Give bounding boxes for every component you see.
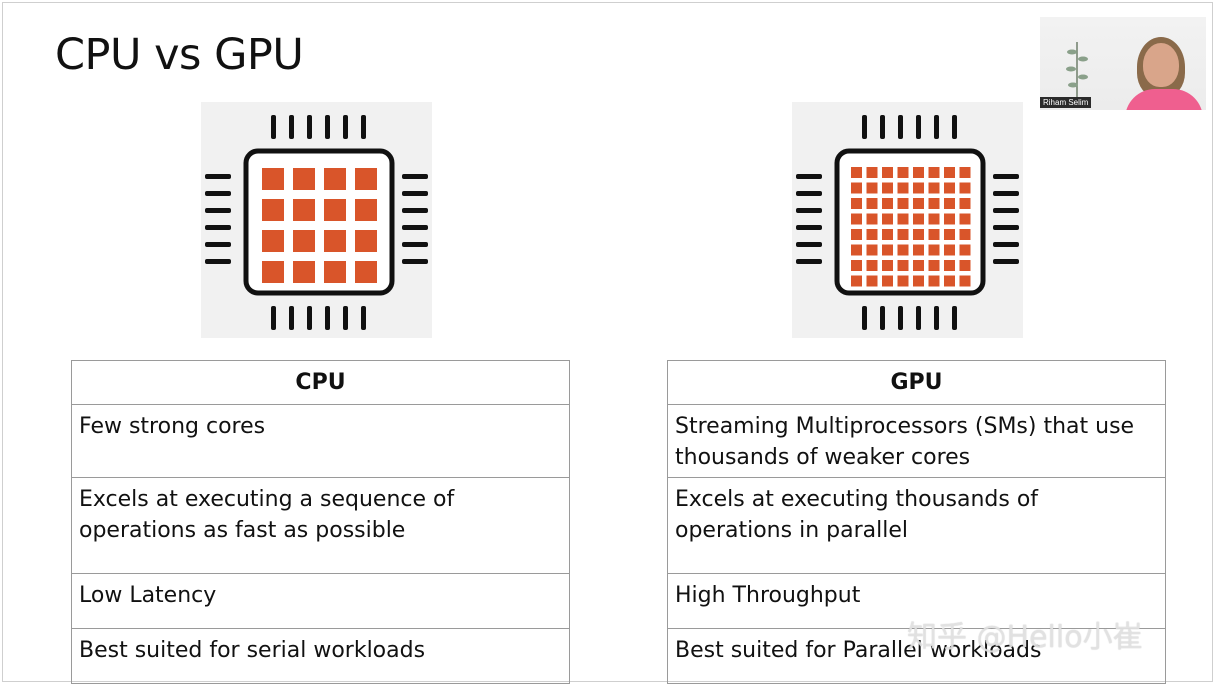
presenter-shirt xyxy=(1125,89,1203,110)
presenter-webcam: Riham Selim xyxy=(1040,17,1206,110)
watermark-text: 知乎 @Hello小崔 xyxy=(907,620,1143,655)
cpu-row-latency: Low Latency xyxy=(71,573,570,629)
gpu-row-execution: Excels at executing thousands of operati… xyxy=(667,477,1166,574)
cpu-comparison-table: CPU Few strong cores Excels at executing… xyxy=(71,360,570,684)
presenter-name-label: Riham Selim xyxy=(1040,97,1092,108)
cpu-table-header: CPU xyxy=(71,360,570,405)
gpu-row-throughput: High Throughput xyxy=(667,573,1166,629)
gpu-row-cores: Streaming Multiprocessors (SMs) that use… xyxy=(667,404,1166,478)
gpu-comparison-table: GPU Streaming Multiprocessors (SMs) that… xyxy=(667,360,1166,684)
gpu-table-header: GPU xyxy=(667,360,1166,405)
plant-icon xyxy=(1066,42,1088,97)
cpu-chip-icon xyxy=(201,102,432,338)
presenter-face xyxy=(1143,43,1179,87)
cpu-row-cores: Few strong cores xyxy=(71,404,570,478)
cpu-row-execution: Excels at executing a sequence of operat… xyxy=(71,477,570,574)
slide-title: CPU vs GPU xyxy=(55,30,304,80)
cpu-row-workloads: Best suited for serial workloads xyxy=(71,628,570,684)
gpu-chip-icon xyxy=(792,102,1023,338)
